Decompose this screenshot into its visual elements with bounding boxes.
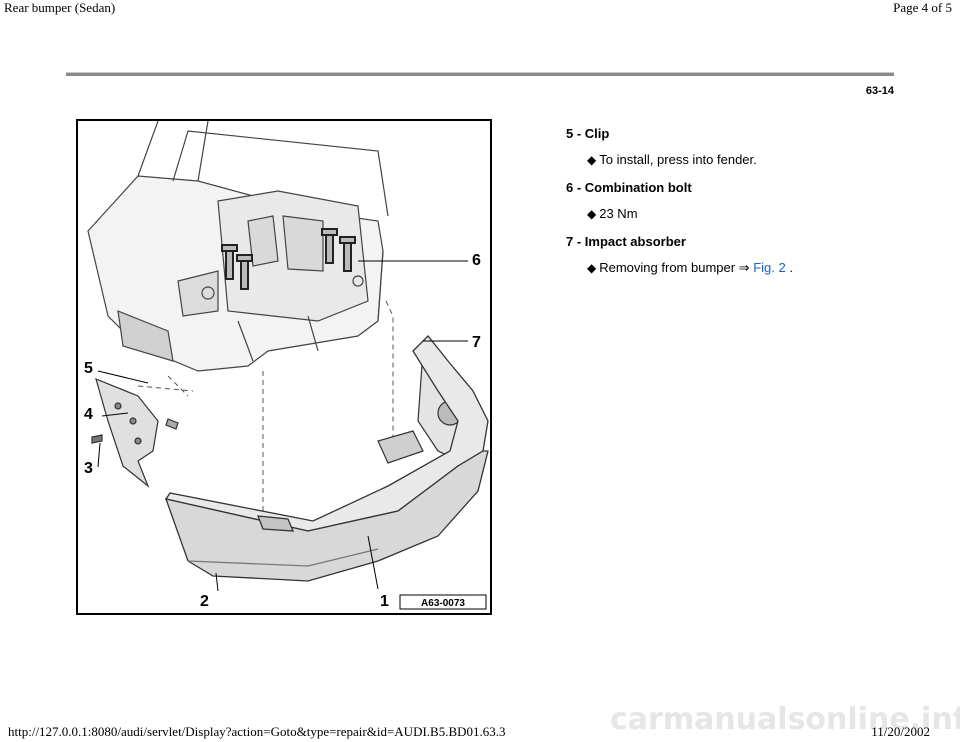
bumper-cover-drawing	[164, 335, 489, 582]
guide-bracket-drawing	[91, 377, 179, 488]
callout-2: 2	[200, 593, 209, 610]
figure-code-box	[399, 594, 487, 610]
figure-code: A63-0073	[421, 598, 465, 609]
document-title: Rear bumper (Sedan)	[4, 0, 116, 15]
callout-7: 7	[472, 334, 481, 351]
diamond-bullet-icon: ◆	[587, 153, 597, 167]
footer-date: 11/20/2002	[871, 724, 930, 739]
callout-1: 1	[380, 593, 389, 610]
callout-3: 3	[84, 460, 93, 477]
callout-labels: 1 2 3 4 5 6 7	[84, 252, 481, 610]
item-7-note: ◆Removing from bumper ⇒ Fig. 2 .	[587, 260, 793, 275]
diamond-bullet-icon: ◆	[587, 261, 597, 275]
car-body-drawing	[87, 121, 389, 372]
callout-5: 5	[84, 360, 93, 377]
callout-4: 4	[84, 406, 93, 423]
footer-url: http://127.0.0.1:8080/audi/servlet/Displ…	[8, 724, 506, 739]
item-6-heading: 6 - Combination bolt	[566, 180, 692, 195]
combination-bolts	[221, 228, 356, 290]
page-code: 63-14	[865, 85, 894, 97]
page-indicator: Page 4 of 5	[893, 0, 952, 15]
item-6-note: ◆23 Nm	[587, 206, 638, 221]
item-5-heading: 5 - Clip	[566, 126, 610, 141]
assembly-guide-lines	[137, 300, 394, 516]
fig-2-link[interactable]: Fig. 2	[753, 260, 786, 275]
item-5-note: ◆To install, press into fender.	[587, 152, 757, 167]
bumper-exploded-diagram: 1 2 3 4 5 6 7 A63-0073	[76, 119, 492, 615]
callout-leader-lines	[97, 260, 468, 592]
watermark-logo: carmanualsonline.info	[610, 702, 960, 737]
item-7-heading: 7 - Impact absorber	[566, 234, 686, 249]
callout-6: 6	[472, 252, 481, 269]
header-rule	[66, 72, 894, 76]
diamond-bullet-icon: ◆	[587, 207, 597, 221]
